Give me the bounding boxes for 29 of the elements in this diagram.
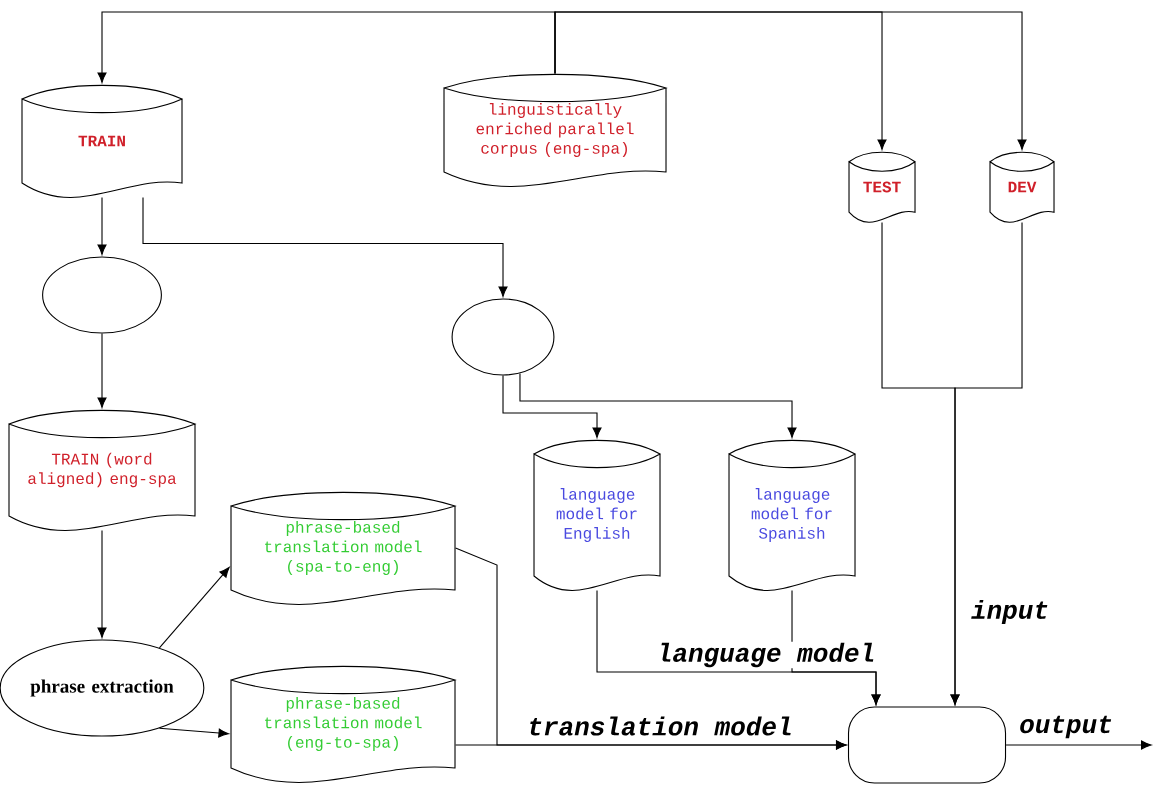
process-ellipse [42,256,162,334]
storage-cylinder: phrase-based translation model (eng-to-spa) [230,665,456,783]
storage-cylinder: TRAIN (word aligned) eng-spa [8,409,196,531]
arrow [97,333,107,408]
arrow [1005,740,1152,750]
storage-cylinder: language model for Spanish [728,439,856,591]
storage-cylinder: DEV [989,151,1055,223]
arrow [97,11,556,83]
arrow [502,375,602,438]
edge-label: output [1018,714,1114,740]
edge-label: input [970,598,1050,626]
storage-cylinder: TEST [848,151,916,223]
storage-cylinder: language model for English [533,439,661,591]
process-ellipse [451,298,555,376]
storage-cylinder: TRAIN [21,84,183,198]
arrow [142,197,508,297]
arrow [97,197,107,255]
arrow [950,222,1023,705]
storage-cylinder: linguistically enriched parallel corpus (eng-spa) [443,73,667,187]
arrow [519,372,797,438]
edge-label: language model [655,641,877,669]
edge-label: translation model [526,715,794,737]
decoder-box [847,706,1007,784]
storage-cylinder: phrase-based translation model (spa-to-eng) [230,491,456,605]
arrow [554,11,1027,150]
arrow [97,530,107,638]
arrow [158,727,229,738]
arrow [158,567,230,649]
arrow [455,740,847,750]
